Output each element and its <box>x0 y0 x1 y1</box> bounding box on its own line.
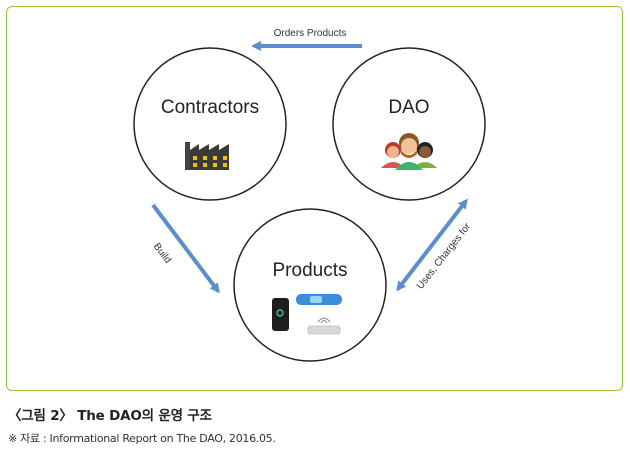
edge-build: Build <box>151 203 220 294</box>
figure-caption: 〈그림 2〉 The DAO의 운영 구조 <box>8 408 212 424</box>
contractors-label: Contractors <box>161 97 259 118</box>
edge-orders-products: Orders Products <box>251 28 362 51</box>
figure-source: ※ 자료 : Informational Report on The DAO, … <box>8 432 276 445</box>
edge-uses-charges: Uses, Charges for <box>396 198 474 292</box>
factory-icon <box>185 142 229 170</box>
devices-icon <box>272 294 342 335</box>
node-dao: DAO <box>332 47 486 201</box>
orders-products-label: Orders Products <box>274 28 347 39</box>
people-group-icon <box>381 133 437 170</box>
node-products: Products <box>233 208 387 362</box>
build-label: Build <box>151 241 173 265</box>
dao-label: DAO <box>388 97 429 118</box>
node-contractors: Contractors <box>133 47 287 201</box>
products-label: Products <box>273 260 348 281</box>
dao-structure-diagram: Contractors DAO <box>133 28 486 362</box>
